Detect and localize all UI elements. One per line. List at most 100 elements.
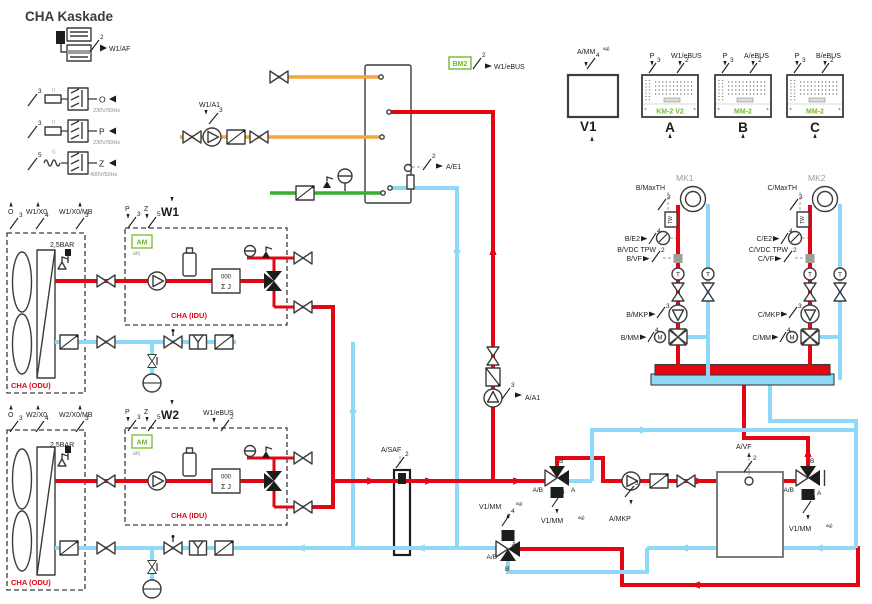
svg-text:3: 3 — [137, 211, 141, 218]
svg-text:3: 3 — [38, 88, 42, 95]
bypass-return-pipe — [569, 384, 858, 548]
svg-text:A/B: A/B — [533, 487, 543, 494]
saf-label: A/SAF — [381, 447, 401, 454]
svg-text:2: 2 — [432, 153, 436, 160]
tank-sensor-labels: 2 A/E1 — [412, 153, 461, 171]
v1-name: V1 — [580, 119, 597, 134]
svg-text:2: 2 — [753, 455, 757, 462]
svg-text:3: 3 — [19, 415, 23, 422]
valve-v1mm-mk — [795, 466, 826, 500]
mk-name: MK2 — [808, 173, 826, 183]
svg-text:r): r) — [52, 119, 55, 124]
cascade-labels: A/SAF 2 3 A/A1 B A/B A 4 V1/MM ag) B A/B… — [381, 382, 833, 573]
page-title: CHA Kaskade — [25, 9, 114, 24]
hp-name: W2 — [161, 408, 179, 422]
vf-label: A/VF — [736, 444, 752, 451]
wire-count: 2 — [100, 34, 104, 41]
svg-text:B: B — [559, 458, 563, 465]
svg-text:V1/MM: V1/MM — [479, 504, 501, 511]
svg-text:C/E2: C/E2 — [756, 236, 772, 243]
svg-text:B/MaxTH: B/MaxTH — [636, 185, 665, 192]
module-b-name: B — [738, 120, 748, 135]
v1-box — [566, 73, 620, 119]
sensor-well — [406, 174, 415, 190]
svg-text:A: A — [817, 490, 822, 497]
svg-text:V1/MM: V1/MM — [789, 526, 811, 533]
supply-terminal: P — [99, 127, 105, 137]
svg-text:A/B: A/B — [487, 554, 497, 561]
svg-text:5: 5 — [38, 152, 42, 159]
svg-text:B/MKP: B/MKP — [626, 312, 648, 319]
low-loss-header-a-saf — [392, 468, 412, 557]
svg-text:5: 5 — [157, 414, 161, 421]
mk2-circuit — [780, 187, 846, 381]
supply-terminal: O — [99, 95, 106, 105]
svg-text:Z: Z — [144, 206, 149, 213]
svg-text:W1/X0: W1/X0 — [26, 209, 47, 216]
outdoor-sensor-label: W1/AF — [109, 46, 130, 53]
tank-riser-components — [483, 346, 503, 408]
flow-arrows — [295, 245, 823, 589]
svg-text:5: 5 — [157, 211, 161, 218]
svg-text:4: 4 — [45, 415, 49, 422]
cascade-supply-pipe — [311, 305, 546, 509]
valve-actuator — [550, 487, 564, 498]
mk1-labels: MK1 B/MaxTH B/E2 B/VDC TPW B/VF B/MKP B/… — [617, 173, 694, 342]
hp-w1-labels: O 3 W1/X0 4 W1/X0/MB 3 P 3 Z 5 W1 — [8, 197, 179, 230]
module-c-name: C — [810, 120, 820, 135]
svg-text:B/MM: B/MM — [621, 335, 639, 342]
svg-text:2: 2 — [230, 414, 234, 421]
valve-v1mm-supply — [544, 466, 569, 498]
svg-text:B/VDC TPW: B/VDC TPW — [617, 247, 656, 254]
svg-text:W2/X0: W2/X0 — [26, 412, 47, 419]
module-a-chip: KM-2 V2 — [656, 109, 684, 116]
svg-text:230V/50Hz: 230V/50Hz — [93, 140, 120, 146]
supply-terminal: Z — [99, 159, 104, 169]
w1-return-train — [55, 329, 236, 392]
outdoor-sensor-icon — [56, 31, 65, 44]
module-c-bus: B/eBUS — [816, 53, 841, 60]
svg-text:r): r) — [52, 149, 55, 154]
hp-name: W1 — [161, 205, 179, 219]
tank-sensor-port — [403, 163, 413, 173]
return-admix-pipe — [520, 546, 860, 587]
svg-text:3: 3 — [635, 480, 639, 487]
svg-text:C/VDC TPW: C/VDC TPW — [749, 247, 789, 254]
a1-label: A/A1 — [525, 395, 540, 402]
w1a1-labels: W1/A1 3 — [199, 102, 223, 125]
svg-text:4: 4 — [45, 212, 49, 219]
valve-actuator — [801, 489, 815, 500]
svg-text:3: 3 — [85, 415, 89, 422]
svg-text:B: B — [810, 458, 814, 465]
bm2-label: BM2 — [453, 61, 468, 68]
cascade-components — [398, 471, 705, 491]
circulation-pump — [202, 127, 222, 147]
mk-name: MK1 — [676, 173, 694, 183]
svg-text:C/MKP: C/MKP — [758, 312, 781, 319]
svg-text:C/VF: C/VF — [758, 256, 774, 263]
svg-text:W1/eBUS: W1/eBUS — [203, 410, 234, 417]
mk2-labels: MK2 C/MaxTH C/E2 C/VDC TPW C/VF C/MKP C/… — [749, 173, 826, 342]
safety-valve-icon — [323, 181, 331, 188]
svg-text:3: 3 — [19, 212, 23, 219]
svg-text:A: A — [571, 487, 576, 494]
tank-sensor-label: A/E1 — [446, 164, 461, 171]
v1-output-label: A/MM — [577, 49, 595, 56]
svg-text:W1/X0/MB: W1/X0/MB — [59, 209, 93, 216]
module-a-name: A — [665, 120, 675, 135]
mk-supply-pipe — [555, 456, 797, 483]
cha-idu-w1 — [50, 228, 333, 325]
svg-text:C/MaxTH: C/MaxTH — [767, 185, 797, 192]
valve-actuator — [501, 530, 515, 541]
svg-text:O: O — [8, 412, 14, 419]
power-legend: 3 r) O 230V/50Hz 3 r) P 230V/50Hz 5 r) Z… — [27, 87, 120, 178]
cha-odu-w2 — [6, 429, 86, 591]
svg-text:400V/50Hz: 400V/50Hz — [90, 172, 117, 178]
module-b-bus: A/eBUS — [744, 53, 769, 60]
svg-text:B/VF: B/VF — [626, 256, 642, 263]
module-a-bus: W1/eBUS — [671, 53, 702, 60]
svg-text:3: 3 — [137, 414, 141, 421]
svg-text:ag): ag) — [578, 515, 585, 520]
